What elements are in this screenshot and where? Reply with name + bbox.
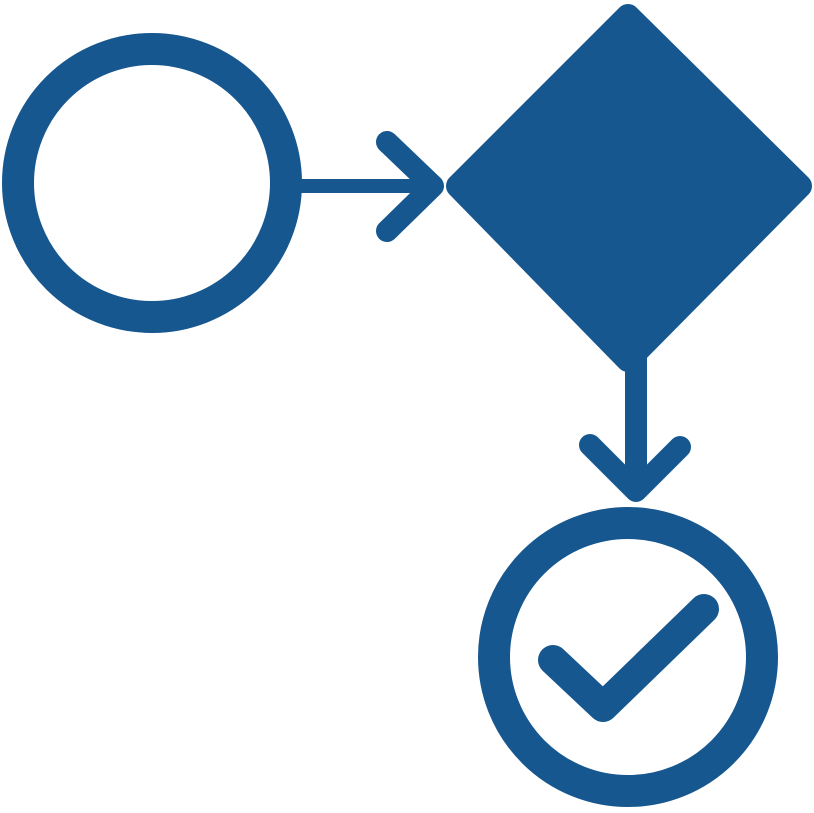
checkmark-icon [538, 594, 719, 722]
arrow-down-connector [579, 356, 691, 502]
arrow-right-head-icon [376, 131, 444, 242]
arrow-down-head-icon [579, 434, 691, 502]
arrow-right-connector [293, 131, 444, 242]
start-node-circle [2, 33, 302, 333]
decision-node-diamond [446, 4, 812, 372]
end-node-circle [478, 507, 778, 807]
